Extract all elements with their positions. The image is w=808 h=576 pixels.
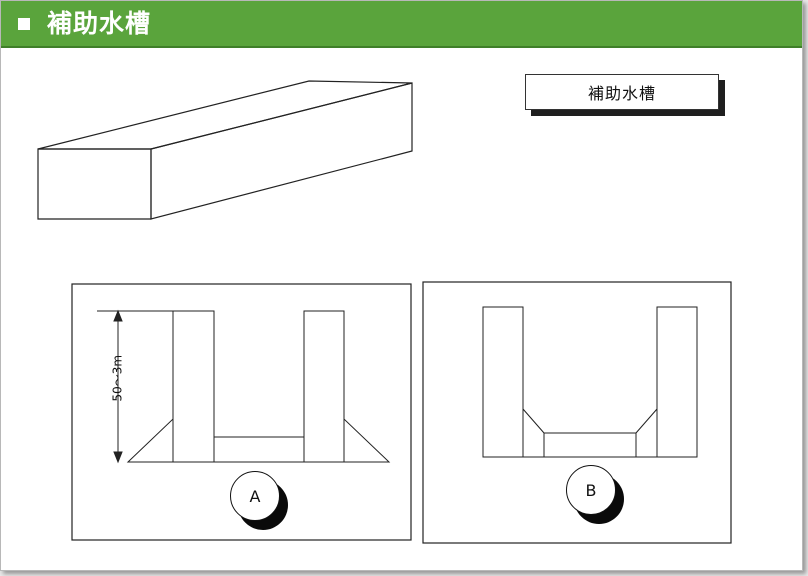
panel-a-frame — [71, 283, 412, 541]
tank-top-face — [37, 80, 413, 150]
wall-left-a — [172, 310, 215, 463]
panel-b-frame — [422, 281, 732, 544]
haunch-left-b — [522, 407, 545, 458]
tank-front-face — [37, 148, 152, 220]
square-bullet-icon — [18, 18, 30, 30]
bottom-slab-a — [213, 436, 305, 463]
diagram-label: 補助水槽 — [525, 74, 719, 110]
wall-left-b — [482, 306, 524, 458]
cross-section-a — [126, 310, 391, 463]
page-title: 補助水槽 — [47, 9, 152, 38]
wall-right-a — [303, 310, 345, 463]
panel-b — [422, 281, 732, 544]
bottom-slab-b — [543, 432, 637, 458]
dimension-label: 50〜3m — [110, 354, 125, 402]
slope-right-a — [343, 417, 391, 463]
haunch-right-b — [635, 407, 658, 458]
cross-section-b — [482, 306, 698, 458]
panel-b-marker: B — [566, 465, 616, 515]
dimension-arrow — [97, 309, 173, 464]
tank-side-face — [150, 82, 413, 220]
panel-a — [71, 283, 412, 541]
wall-right-b — [656, 306, 698, 458]
header-bar: 補助水槽 — [1, 1, 802, 48]
slope-left-a — [126, 417, 174, 463]
panel-a-marker: A — [230, 471, 280, 521]
tank-3d-box — [37, 80, 413, 220]
